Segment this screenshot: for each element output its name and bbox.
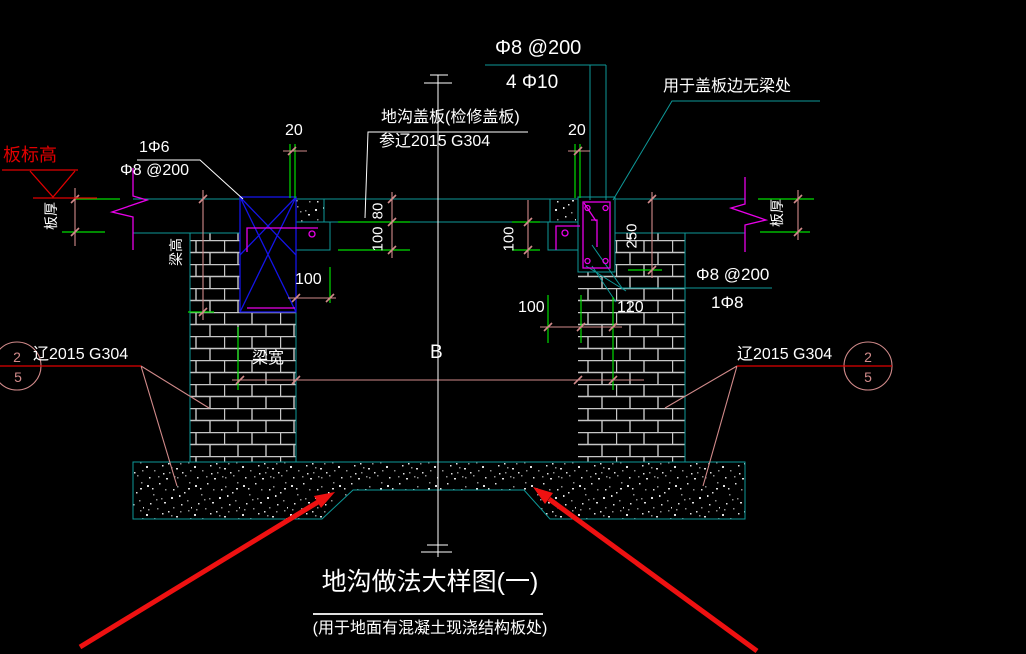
structure-lines xyxy=(133,64,820,462)
ref-standard-right: 辽2015 G304 xyxy=(737,346,833,363)
dim-embed-depth: 250 xyxy=(623,223,641,249)
dim-seat-width-left: 100 xyxy=(295,271,322,288)
detail-circle-right-number: 2 xyxy=(864,349,872,365)
slab-thickness-left-label: 板厚 xyxy=(43,202,59,230)
detail-circle-left-number: 2 xyxy=(13,349,21,365)
detail-circle-left-sheet: 5 xyxy=(14,369,22,385)
top-rebar-callout: Φ8 @200 xyxy=(495,37,582,59)
centerline-and-leaders xyxy=(137,74,543,615)
dim-cover-thickness: 80 xyxy=(369,202,387,220)
right-bar-callout: 1Φ8 xyxy=(711,293,744,312)
beam-width-label: 梁宽 xyxy=(252,350,285,367)
dim-seat-height-left: 100 xyxy=(369,226,387,252)
dimension-lines xyxy=(0,150,893,487)
dim-seat-height-right: 100 xyxy=(500,226,518,252)
cover-plate-note-line2: 参辽2015 G304 xyxy=(379,133,491,150)
beam-height-label: 梁高 xyxy=(168,238,184,266)
drawing-subtitle: (用于地面有混凝土现浇结构板处) xyxy=(312,620,548,637)
brick-walls xyxy=(190,233,685,462)
trench-width-symbol: B xyxy=(430,342,443,363)
top-bars-callout: 4 Φ10 xyxy=(506,72,559,93)
no-beam-note: 用于盖板边无梁处 xyxy=(663,78,792,95)
ref-standard-left: 辽2015 G304 xyxy=(33,346,129,363)
slab-level-label: 板标高 xyxy=(3,145,57,165)
concrete-base xyxy=(132,461,746,520)
dim-wall-120: 120 xyxy=(617,299,644,316)
right-rebar-callout: Φ8 @200 xyxy=(696,265,770,284)
dim-gap-right: 20 xyxy=(568,122,586,139)
dim-wall-100: 100 xyxy=(518,299,545,316)
dimension-ticks xyxy=(70,146,803,385)
slab-thickness-right-label: 板厚 xyxy=(769,199,785,227)
plates-and-breaks xyxy=(109,168,769,309)
extension-lines xyxy=(62,144,814,390)
beam-section xyxy=(239,196,297,313)
drawing-title: 地沟做法大样图(一) xyxy=(321,568,539,596)
cover-plate-note-line1: 地沟盖板(检修盖板) xyxy=(381,109,520,126)
level-symbol xyxy=(0,169,892,367)
highlight-arrows xyxy=(78,487,759,654)
left-rebar-callout: Φ8 @200 xyxy=(120,162,190,179)
left-bar-callout: 1Φ6 xyxy=(139,139,170,156)
dim-gap-left: 20 xyxy=(285,122,303,139)
detail-circle-right-sheet: 5 xyxy=(864,369,872,385)
